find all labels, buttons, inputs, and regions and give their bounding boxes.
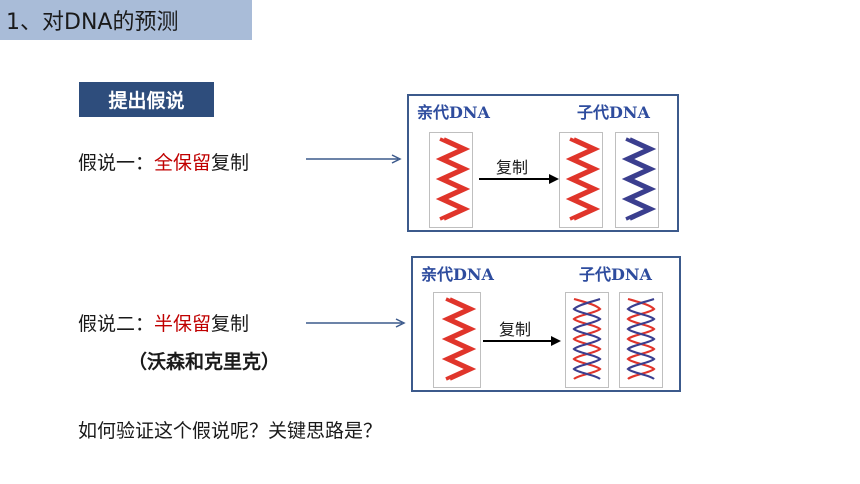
slide-title-bar: 1、对DNA的预测 [0, 0, 252, 40]
panel2-parent-label: 亲代DNA [421, 265, 494, 284]
conservative-replication-diagram: 亲代DNA 子代DNA 复制 [407, 94, 679, 232]
hypothesis-one-prefix: 假说一： [78, 152, 155, 174]
panel2-parent-dna [433, 292, 481, 388]
panel1-arrow-label: 复制 [496, 158, 529, 177]
hypothesis-one-highlight: 全保留 [154, 152, 212, 174]
panel1-child-dna-new [615, 132, 659, 228]
key-question: 如何验证这个假说呢？关键思路是？ [78, 420, 383, 442]
hybrid-helix-icon [572, 297, 602, 380]
semiconservative-replication-diagram: 亲代DNA 子代DNA 复制 [411, 256, 681, 392]
hypothesis-two: 假说二：半保留复制 [78, 309, 249, 336]
hypothesis-two-prefix: 假说二： [78, 313, 155, 335]
panel2-arrow-label: 复制 [499, 320, 532, 339]
red-helix-icon [441, 297, 477, 381]
hypothesis-two-suffix: 复制 [211, 313, 250, 335]
red-helix-icon [565, 137, 601, 221]
slide-title: 1、对DNA的预测 [6, 10, 179, 35]
panel1-child-dna-old [559, 132, 603, 228]
panel2-child-dna-2 [619, 292, 663, 388]
panel1-child-label: 子代DNA [577, 103, 650, 122]
section-badge: 提出假说 [79, 82, 214, 117]
panel2-child-dna-1 [565, 292, 609, 388]
red-helix-icon [435, 137, 471, 221]
panel2-child-label: 子代DNA [579, 265, 652, 284]
hypothesis-one: 假说一：全保留复制 [78, 148, 249, 175]
section-badge-label: 提出假说 [108, 90, 185, 112]
hybrid-helix-icon [626, 297, 656, 380]
hypothesis-two-pointer-arrow [306, 318, 406, 328]
hypothesis-authors: （沃森和克里克） [128, 351, 281, 373]
hypothesis-two-highlight: 半保留 [154, 313, 212, 335]
hypothesis-one-suffix: 复制 [211, 152, 250, 174]
panel1-parent-label: 亲代DNA [417, 103, 490, 122]
hypothesis-one-pointer-arrow [306, 154, 402, 164]
blue-helix-icon [621, 137, 657, 221]
panel1-parent-dna [429, 132, 473, 228]
